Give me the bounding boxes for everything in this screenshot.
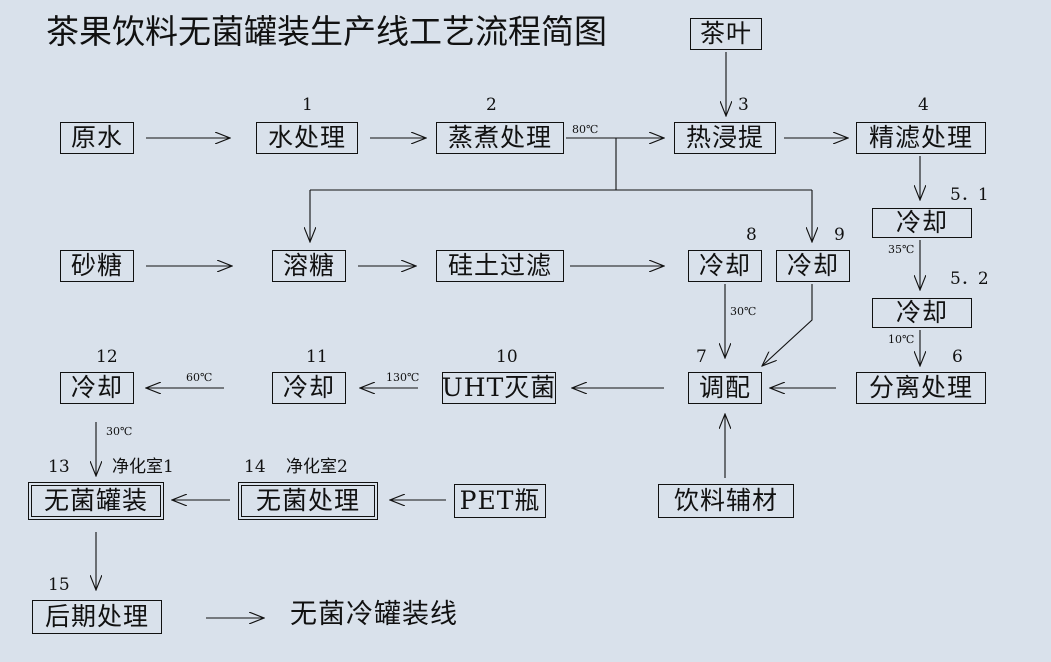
- step-number-2: 2: [486, 95, 497, 115]
- raw-water-box: 原水: [60, 122, 134, 154]
- blend-box: 调配: [688, 372, 762, 404]
- temp-label-30-b: 30℃: [106, 425, 133, 438]
- step-number-3: 3: [738, 95, 749, 115]
- step-number-5-2: 5．2: [950, 269, 989, 289]
- cool-5-1-box: 冷却: [872, 208, 972, 238]
- cool-8-box: 冷却: [688, 250, 762, 282]
- step-number-10: 10: [496, 347, 518, 367]
- step-number-5-1: 5．1: [950, 185, 989, 205]
- diatomite-filter-box: 硅土过滤: [436, 250, 564, 282]
- step-number-8: 8: [746, 225, 757, 245]
- step-number-11: 11: [306, 347, 328, 367]
- temp-label-10: 10℃: [888, 333, 915, 346]
- tea-leaf-box: 茶叶: [690, 18, 762, 50]
- cool-5-2-box: 冷却: [872, 298, 972, 328]
- page-title: 茶果饮料无菌罐装生产线工艺流程简图: [46, 12, 607, 51]
- clean-room-1-label: 净化室1: [112, 457, 174, 477]
- uht-sterilize-box: UHT灭菌: [441, 372, 557, 404]
- arrow-cool-9-to-blend: [762, 284, 813, 366]
- temp-label-35: 35℃: [888, 243, 915, 256]
- separation-box: 分离处理: [856, 372, 986, 404]
- aseptic-fill-box: 无菌罐装: [28, 482, 164, 520]
- clean-room-2-label: 净化室2: [286, 457, 348, 477]
- pet-bottle-box: PET瓶: [454, 484, 546, 518]
- dissolve-sugar-box: 溶糖: [272, 250, 346, 282]
- cool-11-box: 冷却: [272, 372, 346, 404]
- cool-12-box: 冷却: [60, 372, 134, 404]
- temp-label-30-a: 30℃: [730, 305, 757, 318]
- aseptic-treatment-box: 无菌处理: [238, 482, 378, 520]
- step-number-13: 13: [48, 457, 70, 477]
- step-number-1: 1: [302, 95, 313, 115]
- drink-auxiliary-box: 饮料辅材: [658, 484, 794, 518]
- post-process-box: 后期处理: [32, 600, 162, 634]
- steam-boil-box: 蒸煮处理: [436, 122, 564, 154]
- step-number-14: 14: [244, 457, 266, 477]
- step-number-7: 7: [696, 347, 707, 367]
- hot-extract-box: 热浸提: [674, 122, 776, 154]
- water-treatment-box: 水处理: [256, 122, 358, 154]
- step-number-12: 12: [96, 347, 118, 367]
- temp-label-130: 130℃: [386, 371, 420, 384]
- final-line-label: 无菌冷罐装线: [290, 599, 458, 630]
- temp-label-80: 80℃: [572, 123, 599, 136]
- temp-label-60: 60℃: [186, 371, 213, 384]
- step-number-15: 15: [48, 575, 70, 595]
- step-number-6: 6: [952, 347, 963, 367]
- step-number-9: 9: [834, 225, 845, 245]
- sugar-box: 砂糖: [60, 250, 134, 282]
- cool-9-box: 冷却: [776, 250, 850, 282]
- fine-filter-box: 精滤处理: [856, 122, 986, 154]
- step-number-4: 4: [918, 95, 929, 115]
